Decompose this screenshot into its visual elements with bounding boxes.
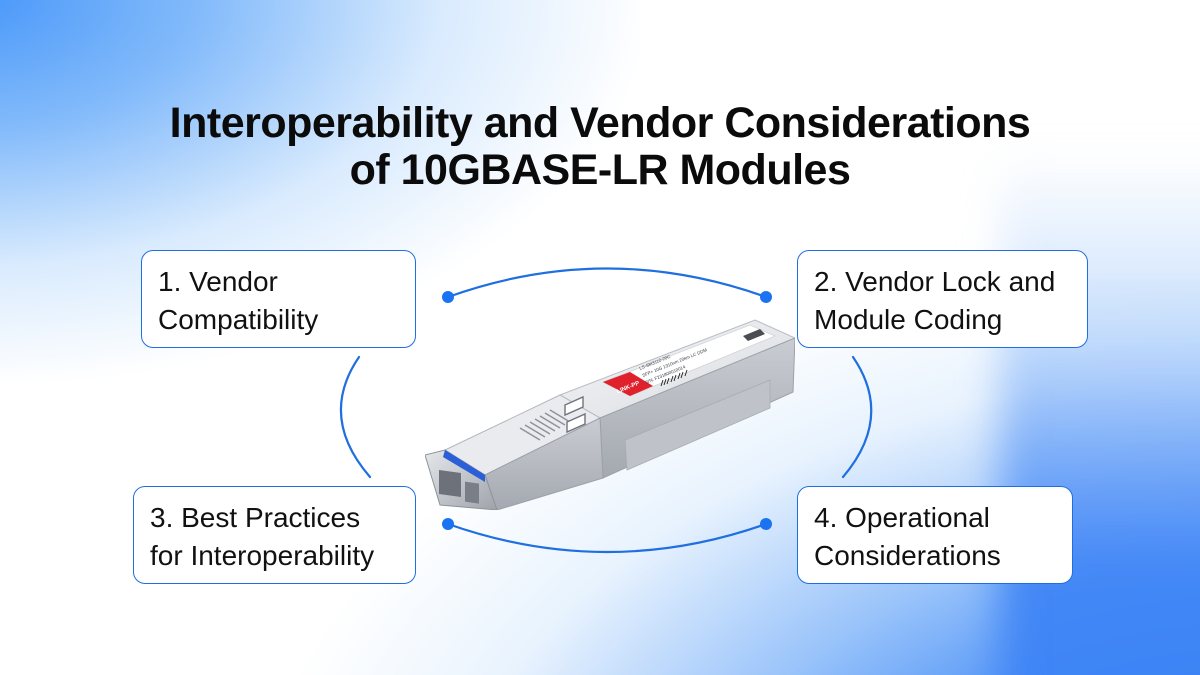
title-line-2: of 10GBASE-LR Modules: [349, 146, 851, 194]
item-card-operational: 4. Operational Considerations: [797, 486, 1073, 584]
item-4-line-2: Considerations: [814, 540, 1001, 571]
bottom-connector-arc: [446, 522, 768, 554]
connector-dot-bottom-left: [442, 518, 454, 530]
product-label: [602, 324, 777, 397]
right-connector-arc: [841, 355, 873, 479]
item-2-line-2: Module Coding: [814, 304, 1003, 335]
left-connector-arc: [339, 355, 372, 479]
barcode: [660, 369, 688, 387]
item-2-line-1: 2. Vendor Lock and: [814, 266, 1056, 297]
top-connector-arc: [446, 267, 768, 299]
item-3-line-2: for Interoperability: [150, 540, 375, 571]
item-card-vendor-lock: 2. Vendor Lock and Module Coding: [797, 250, 1088, 348]
item-card-best-practices: 3. Best Practices for Interoperability: [133, 486, 416, 584]
item-4-line-1: 4. Operational: [814, 502, 990, 533]
background-gradient-right: [1000, 150, 1200, 675]
qr-code: [743, 329, 765, 341]
title-line-1: Interoperability and Vendor Consideratio…: [169, 99, 1031, 147]
connector-dot-top-right: [760, 291, 772, 303]
sfp-module-image: LINK-PP LS-SM3110-20C SFP+ 10G 1310nm 20…: [425, 319, 795, 510]
item-3-line-1: 3. Best Practices: [150, 502, 361, 533]
lc-port-2: [465, 481, 479, 504]
blue-latch-band: [443, 450, 485, 482]
page-title: Interoperability and Vendor Consideratio…: [0, 100, 1200, 194]
item-card-vendor-compatibility: 1. Vendor Compatibility: [141, 250, 416, 348]
item-1-line-1: 1. Vendor: [158, 266, 278, 297]
lc-port-1: [439, 469, 461, 498]
brand-red-badge: [603, 372, 653, 396]
item-1-line-2: Compatibility: [158, 304, 319, 335]
connector-dot-top-left: [442, 291, 454, 303]
connector-dot-bottom-right: [760, 518, 772, 530]
